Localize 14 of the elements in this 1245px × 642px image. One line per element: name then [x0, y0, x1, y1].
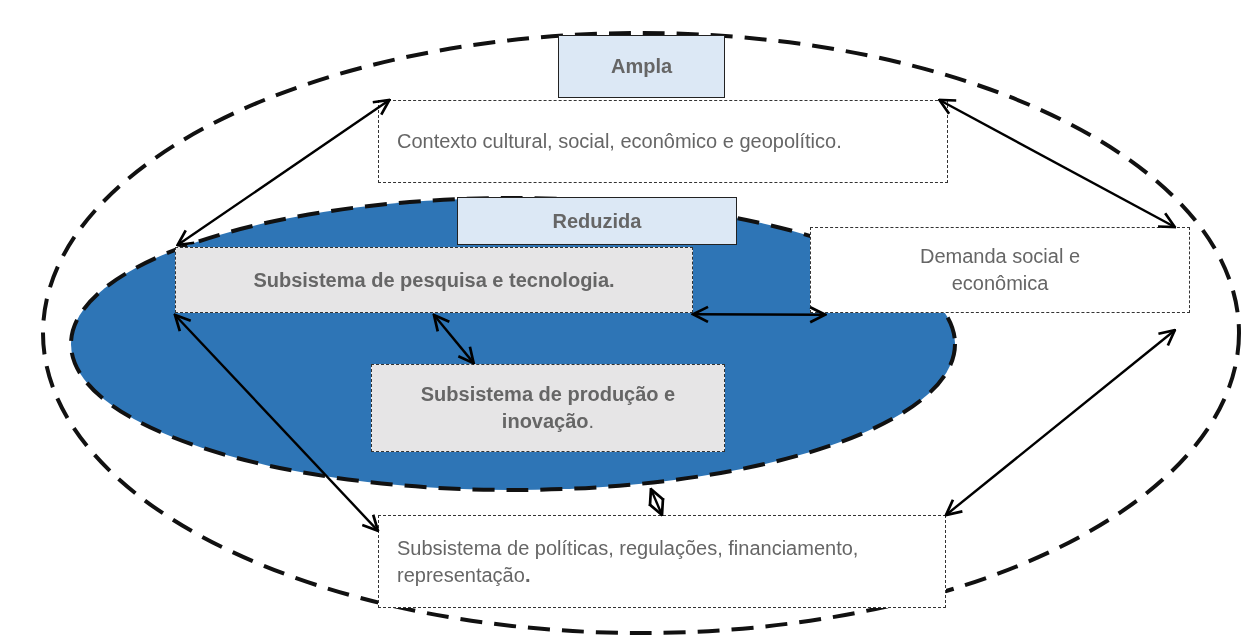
- double-arrow: [176, 98, 391, 247]
- subsystem-box: Subsistema de políticas, regulações, financiamento, representação.: [378, 515, 946, 608]
- subsystem-box: Subsistema de produção e inovação.: [371, 364, 725, 452]
- double-arrow: [432, 313, 475, 365]
- double-arrow: [944, 328, 1177, 517]
- double-arrow: [691, 305, 827, 324]
- double-arrow: [173, 313, 380, 533]
- heading-tab: Reduzida: [457, 197, 737, 245]
- heading-tab: Ampla: [558, 35, 725, 98]
- subsystem-box: Subsistema de pesquisa e tecnologia.: [175, 247, 693, 313]
- demand-box: Demanda social e econômica: [810, 227, 1190, 313]
- double-arrow: [647, 487, 666, 517]
- double-arrow: [938, 98, 1177, 229]
- context-box: Contexto cultural, social, econômico e geopolítico.: [378, 100, 948, 183]
